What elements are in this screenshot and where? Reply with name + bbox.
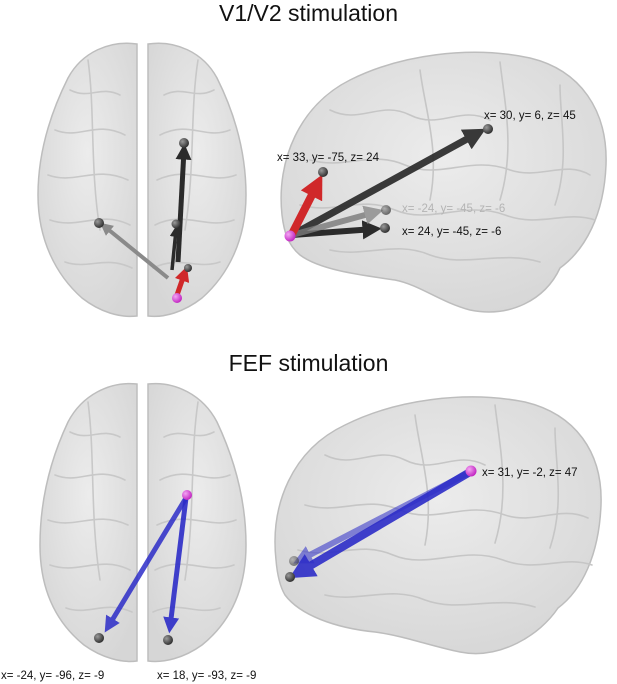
fef-sagittal-gyri: [297, 404, 593, 608]
v1-sag-node-d: [380, 223, 390, 233]
v1-axial-node-small: [184, 264, 192, 272]
fef-sagittal-brain: x= 31, y= -2, z= 47: [274, 396, 602, 655]
v1-axial-node-left: [94, 218, 104, 228]
v1-sag-arrow-red: [288, 174, 323, 236]
v1-sag-label-c: x= -24, y= -45, z= -6: [402, 203, 505, 215]
fef-sag-node-lower: [285, 572, 295, 582]
fef-sag-seed: [465, 465, 477, 477]
fef-axial-brain: x= -24, y= -96, z= -9 x= 18, y= -93, z= …: [1, 382, 256, 682]
v1-sag-node-b: [483, 124, 493, 134]
fef-axial-label-right: x= 18, y= -93, z= -9: [157, 670, 256, 682]
v1-axial-gyri: [47, 59, 237, 269]
v1-axial-arrow-short: [169, 225, 181, 271]
fef-axial-arrow-left: [104, 496, 189, 633]
v1-axial-arrow-red: [174, 266, 190, 296]
v1-sag-arrow-to-b: [290, 128, 486, 239]
fef-axial-node-left: [94, 633, 104, 643]
fef-sag-node-upper: [289, 556, 299, 566]
fef-axial-node-right: [163, 635, 173, 645]
v1-sag-label-b: x= 30, y= 6, z= 45: [484, 110, 576, 122]
v1-axial-node-top: [179, 138, 189, 148]
fef-axial-gyri: [47, 401, 237, 613]
v1-sag-arrow-to-c: [291, 205, 384, 238]
fef-axial-seed: [182, 490, 192, 500]
v1-sag-seed: [284, 230, 296, 242]
v1-axial-seed: [172, 293, 182, 303]
fef-axial-label-left: x= -24, y= -96, z= -9: [1, 670, 104, 682]
fef-axial-left-hemisphere: [39, 382, 138, 663]
v1-sag-node-a: [318, 167, 328, 177]
fef-sag-label-a: x= 31, y= -2, z= 47: [482, 467, 578, 479]
fef-sag-arrow-upper: [293, 469, 472, 564]
v1-sag-label-d: x= 24, y= -45, z= -6: [402, 226, 501, 238]
fef-axial-arrow-right: [163, 497, 189, 634]
v1-sagittal-brain: x= 33, y= -75, z= 24 x= 30, y= 6, z= 45 …: [277, 51, 607, 313]
v1-axial-arrow-up: [175, 143, 192, 263]
v1-axial-brain: [37, 42, 247, 318]
v1-axial-left-hemisphere: [37, 42, 138, 318]
v1-axial-arrow-left: [100, 222, 170, 280]
fef-sagittal-outline: [274, 396, 602, 655]
v1-sag-node-c: [381, 205, 391, 215]
v1v2-panel-title: V1/V2 stimulation: [219, 0, 398, 26]
v1-axial-node-mid: [171, 219, 181, 229]
v1-sag-label-a: x= 33, y= -75, z= 24: [277, 152, 380, 164]
v1-sagittal-outline: [280, 51, 607, 313]
fef-panel-title: FEF stimulation: [228, 350, 389, 376]
